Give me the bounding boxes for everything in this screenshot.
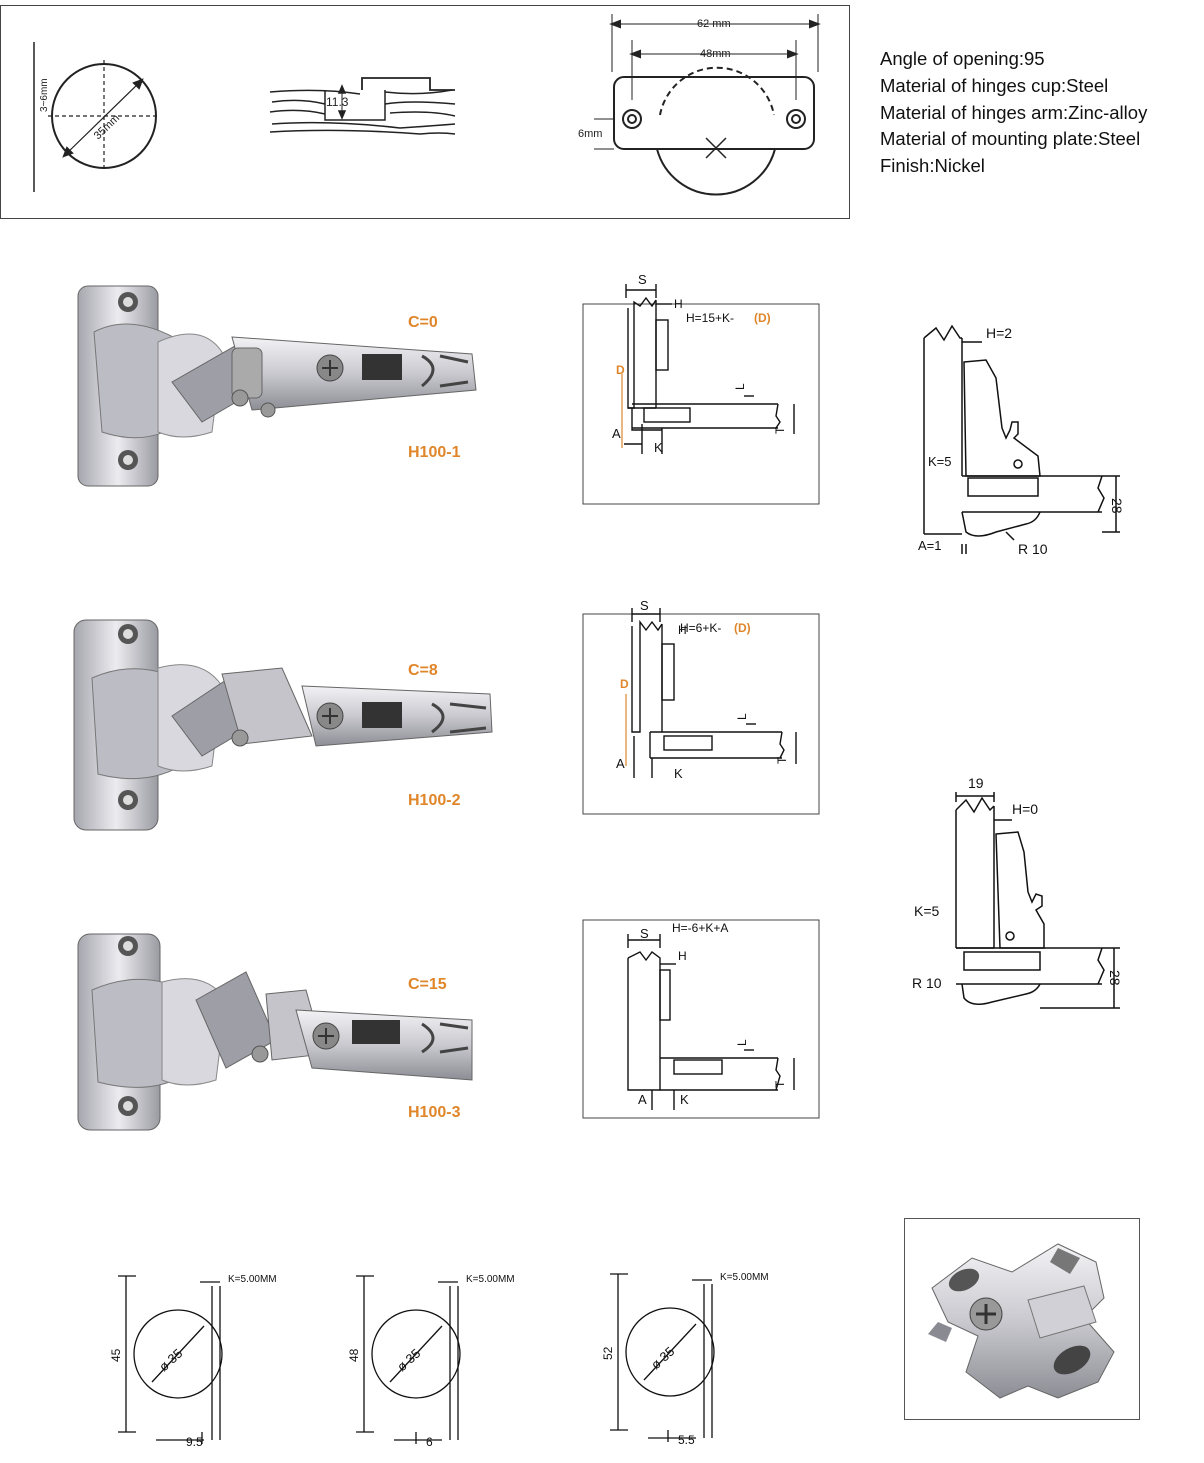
install-1-a: A — [612, 426, 621, 441]
hinge-image-h100-2 — [73, 619, 493, 831]
depth-label: 3~6mm — [39, 78, 50, 112]
install-3-a: A — [638, 1092, 647, 1107]
top-diagram: 3~6mm 35mm 11.3 62 mm 48mm — [33, 14, 821, 196]
c-label-3: C=15 — [408, 976, 447, 993]
drill-1-k: K=5.00MM — [228, 1274, 277, 1285]
drill-1-height: 45 — [109, 1348, 123, 1362]
drill-3-offset: 5.5 — [678, 1433, 695, 1447]
spec-arm-material: Material of hinges arm:Zinc-alloy — [880, 102, 1148, 123]
model-label-2: H100-2 — [408, 792, 461, 809]
cup-depth-label: 11.3 — [326, 95, 349, 109]
width-62-label: 62 mm — [697, 18, 731, 30]
install-3-t: T — [773, 1080, 787, 1088]
side-1-t: 28 — [1109, 498, 1125, 514]
c-label-1: C=0 — [408, 314, 438, 331]
install-1-h: H — [674, 297, 683, 311]
install-2-formula: H=6+K- — [680, 621, 721, 635]
install-1-t: T — [773, 426, 787, 434]
model-label-1: H100-1 — [408, 444, 461, 461]
install-diagram-1: S H H=15+K- (D) D A K L T — [582, 272, 820, 505]
install-3-l: L — [735, 1039, 749, 1046]
install-3-s: S — [640, 926, 649, 941]
side-1-a: A=1 — [918, 538, 942, 553]
install-1-formula: H=15+K- — [686, 311, 734, 325]
side-1-r: R 10 — [1018, 541, 1048, 557]
install-2-a: A — [616, 756, 625, 771]
install-1-formula-d: (D) — [754, 311, 771, 325]
cup-circle-drawing — [33, 42, 160, 192]
drill-3-k: K=5.00MM — [720, 1272, 769, 1283]
install-1-k: K — [654, 440, 663, 455]
install-diagram-3: S H=-6+K+A H A K L T — [582, 919, 820, 1119]
install-3-k: K — [680, 1092, 689, 1107]
drill-pattern-2: 48 K=5.00MM ø 35 6 — [347, 1274, 515, 1449]
drill-pattern-3: 52 K=5.00MM ø 35 5.5 — [601, 1272, 769, 1447]
install-2-formula-d: (D) — [734, 621, 751, 635]
drill-2-offset: 6 — [426, 1435, 433, 1449]
install-2-t: T — [775, 756, 789, 764]
drill-2-height: 48 — [347, 1348, 361, 1362]
install-1-d: D — [616, 363, 625, 377]
c-label-2: C=8 — [408, 662, 438, 679]
install-2-h: H — [678, 623, 687, 637]
top-diagram-box — [0, 5, 850, 219]
drill-1-offset: 9.5 — [186, 1435, 203, 1449]
offset-label: 6mm — [578, 128, 602, 140]
install-3-formula: H=-6+K+A — [672, 921, 728, 935]
install-2-d: D — [620, 677, 629, 691]
install-2-k: K — [674, 766, 683, 781]
model-label-3: H100-3 — [408, 1104, 461, 1121]
side-2-r: R 10 — [912, 975, 942, 991]
plate-plan-drawing — [594, 14, 821, 196]
install-1-s: S — [638, 272, 647, 287]
drill-pattern-1: 45 K=5.00MM ø 35 9.5 — [109, 1274, 277, 1449]
install-diagram-2: S H H=6+K- (D) D A K L T — [582, 598, 820, 815]
hinge-image-h100-1 — [77, 285, 477, 487]
side-2-k: K=5 — [914, 903, 940, 919]
side-2-t: 28 — [1107, 970, 1123, 986]
drill-2-k: K=5.00MM — [466, 1274, 515, 1285]
side-2-w: 19 — [968, 775, 984, 791]
side-2-h: H=0 — [1012, 801, 1038, 817]
install-2-l: L — [735, 713, 749, 720]
install-2-s: S — [640, 598, 649, 613]
width-48-label: 48mm — [700, 48, 731, 60]
spec-plate-material: Material of mounting plate:Steel — [880, 128, 1141, 149]
install-1-l: L — [733, 383, 747, 390]
side-1-k: K=5 — [928, 454, 952, 469]
cup-depth-drawing — [269, 77, 456, 135]
diameter-label: 35mm — [92, 112, 122, 142]
drill-3-height: 52 — [601, 1346, 615, 1360]
side-1-h: H=2 — [986, 325, 1012, 341]
hinge-image-h100-3 — [77, 933, 473, 1131]
spec-cup-material: Material of hinges cup:Steel — [880, 75, 1109, 96]
side-diagram-2: 19 H=0 K=5 R 10 28 — [912, 775, 1123, 1009]
install-3-h: H — [678, 949, 687, 963]
mounting-plate-image — [928, 1243, 1115, 1399]
spec-angle: Angle of opening:95 — [880, 48, 1045, 69]
side-diagram-1: H=2 K=5 A=1 R 10 28 — [918, 324, 1125, 557]
spec-finish: Finish:Nickel — [880, 155, 985, 176]
